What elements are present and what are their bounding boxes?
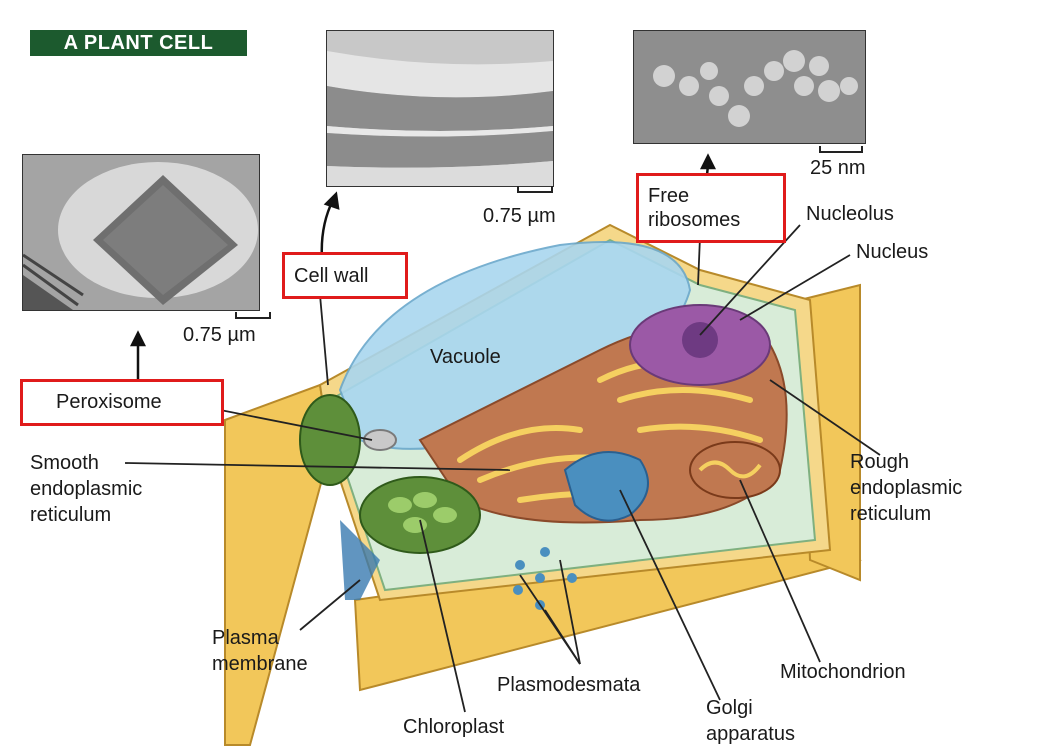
peroxisome-leader	[194, 404, 373, 441]
peroxisome-scale-label: 0.75 µm	[183, 324, 256, 346]
smooth-er-label-line1: Smooth	[30, 452, 99, 474]
nucleus-leader	[739, 254, 851, 321]
cell-wall-highlight-box	[282, 252, 408, 299]
nucleolus	[682, 322, 718, 358]
ribosome-scale-label: 25 nm	[810, 157, 866, 179]
page-title: A PLANT CELL	[30, 30, 247, 56]
cell-wall-label: Cell wall	[294, 265, 369, 287]
nucleolus-leader	[699, 224, 801, 336]
smooth-er-label-line3: reticulum	[30, 504, 112, 526]
chloroplast	[359, 476, 481, 554]
cell-wall-scale-bar	[517, 186, 553, 193]
cell-wall-left	[224, 383, 332, 746]
rough-er-label-line2: endoplasmic	[850, 477, 963, 499]
rough-er-leader	[769, 379, 881, 456]
cell-wall-leader	[319, 294, 329, 386]
rough-er-label-line1: Rough	[850, 451, 909, 473]
plasmodesmata-leader-2	[544, 609, 581, 665]
free-ribosomes-leader	[697, 236, 701, 286]
cell-wall-scale-label: 0.75 µm	[483, 205, 556, 227]
rough-er-label-line3: reticulum	[850, 503, 932, 525]
plasma-membrane-label-line1: Plasma	[212, 627, 279, 649]
ribosome-scale-bar	[819, 146, 863, 153]
chloroplast-leader	[419, 519, 466, 713]
plasma-membrane-leader	[299, 579, 361, 631]
peroxisome-scale-bar	[235, 312, 271, 319]
cell-wall-micrograph	[326, 30, 554, 187]
free-ribosomes-highlight-box	[636, 173, 786, 243]
smooth-er-label-line2: endoplasmic	[30, 478, 143, 500]
plasma-membrane-label-line2: membrane	[212, 653, 308, 675]
free-ribosomes-label-line1: Free	[648, 185, 690, 207]
mitochondrion-leader	[739, 479, 821, 663]
golgi-label-line1: Golgi	[706, 697, 753, 719]
nucleus-label: Nucleus	[856, 241, 929, 263]
peroxisome-highlight-box	[20, 379, 224, 426]
mitochondrion-label: Mitochondrion	[780, 661, 906, 683]
nucleolus-label: Nucleolus	[806, 203, 894, 225]
chloroplast-label: Chloroplast	[403, 716, 505, 738]
plasmodesmata-label: Plasmodesmata	[497, 674, 641, 696]
free-ribosomes-label-line2: ribosomes	[648, 209, 741, 231]
peroxisome-label: Peroxisome	[56, 391, 162, 413]
peroxisome-micrograph	[22, 154, 260, 311]
ribosome-micrograph	[633, 30, 866, 144]
mitochondrion	[689, 441, 781, 499]
peroxisome	[363, 429, 397, 451]
smooth-er-leader	[124, 462, 511, 471]
plasmodesmata-leader-3	[559, 559, 581, 665]
golgi-leader	[619, 489, 721, 701]
golgi-label-line2: apparatus	[706, 723, 795, 745]
vacuole-label: Vacuole	[430, 346, 501, 368]
